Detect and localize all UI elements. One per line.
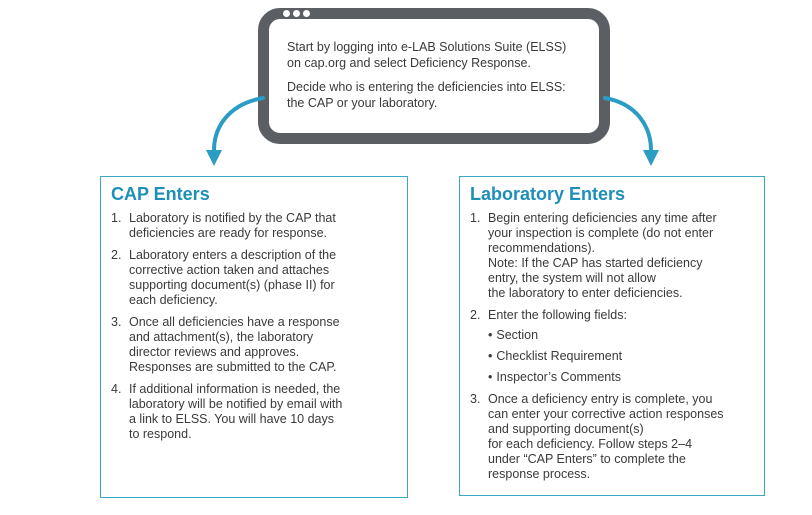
step-number: 1. bbox=[470, 211, 481, 225]
start-paragraph: Start by logging into e-LAB Solutions Su… bbox=[287, 39, 587, 71]
window-dots bbox=[283, 10, 310, 17]
step-text-line: Note: If the CAP has started deficiency bbox=[488, 256, 703, 270]
step-item: 1. Laboratory is notified by the CAP that… bbox=[111, 211, 397, 241]
step-text-line: Once a deficiency entry is complete, you bbox=[488, 392, 713, 406]
field-item: •Section bbox=[488, 328, 754, 343]
field-label: Checklist Requirement bbox=[496, 349, 623, 363]
step-number: 3. bbox=[111, 315, 122, 329]
step-text-line: Laboratory is notified by the CAP that bbox=[129, 211, 336, 225]
right-arrow-curve bbox=[603, 96, 653, 152]
start-line: on cap.org and select Deficiency Respons… bbox=[287, 56, 531, 70]
step-item: 2.Enter the following fields:•Section•Ch… bbox=[470, 308, 754, 385]
bullet-icon: • bbox=[488, 349, 493, 363]
step-text-line: a link to ELSS. You will have 10 days bbox=[129, 412, 334, 426]
field-label: Inspector’s Comments bbox=[496, 370, 621, 384]
step-item: 1. Begin entering deficiencies any time a… bbox=[470, 211, 754, 301]
step-text-line: response process. bbox=[488, 467, 591, 481]
lab-enters-steps: 1. Begin entering deficiencies any time a… bbox=[470, 211, 754, 482]
step-number: 3. bbox=[470, 392, 481, 406]
step-text-line: for each deficiency. Follow steps 2–4 bbox=[488, 437, 693, 451]
cap-enters-box: CAP Enters 1. Laboratory is notified by t… bbox=[100, 176, 408, 498]
step-text-line: Enter the following fields: bbox=[488, 308, 627, 322]
step-number: 2. bbox=[470, 308, 481, 322]
step-text-line: and supporting document(s) bbox=[488, 422, 644, 436]
decide-paragraph: Decide who is entering the deficiencies … bbox=[287, 79, 587, 111]
step-text-line: If additional information is needed, the bbox=[129, 382, 341, 396]
field-list: •Section•Checklist Requirement•Inspector… bbox=[488, 328, 754, 385]
step-text-line: entry, the system will not allow bbox=[488, 271, 656, 285]
field-item: •Checklist Requirement bbox=[488, 349, 754, 364]
window-dot-icon bbox=[293, 10, 300, 17]
step-item: 2. Laboratory enters a description of the… bbox=[111, 248, 397, 308]
step-item: 4. If additional information is needed, t… bbox=[111, 382, 397, 442]
step-number: 1. bbox=[111, 211, 122, 225]
cap-enters-steps: 1. Laboratory is notified by the CAP that… bbox=[111, 211, 397, 442]
step-text-line: director reviews and approves. bbox=[129, 345, 300, 359]
step-text-line: to respond. bbox=[129, 427, 192, 441]
window-dot-icon bbox=[303, 10, 310, 17]
start-line: Start by logging into e-LAB Solutions Su… bbox=[287, 40, 567, 54]
step-text-line: Once all deficiencies have a response bbox=[129, 315, 340, 329]
step-text-line: Responses are submitted to the CAP. bbox=[129, 360, 337, 374]
step-text-line: can enter your corrective action respons… bbox=[488, 407, 724, 421]
step-text-line: deficiencies are ready for response. bbox=[129, 226, 328, 240]
lab-enters-title: Laboratory Enters bbox=[470, 184, 626, 204]
step-number: 2. bbox=[111, 248, 122, 262]
step-text-line: recommendations). bbox=[488, 241, 595, 255]
right-arrowhead-icon bbox=[643, 150, 659, 166]
left-arrow-curve bbox=[212, 96, 265, 152]
lab-enters-box: Laboratory Enters 1. Begin entering defic… bbox=[459, 176, 765, 496]
step-text-line: each deficiency. bbox=[129, 293, 218, 307]
bullet-icon: • bbox=[488, 328, 493, 342]
decide-line: the CAP or your laboratory. bbox=[287, 96, 438, 110]
decide-line: Decide who is entering the deficiencies … bbox=[287, 80, 566, 94]
step-text-line: supporting document(s) (phase II) for bbox=[129, 278, 335, 292]
start-instructions: Start by logging into e-LAB Solutions Su… bbox=[287, 39, 587, 119]
step-text-line: Begin entering deficiencies any time aft… bbox=[488, 211, 717, 225]
left-arrowhead-icon bbox=[206, 150, 222, 166]
step-text-line: your inspection is complete (do not ente… bbox=[488, 226, 714, 240]
field-item: •Inspector’s Comments bbox=[488, 370, 754, 385]
cap-enters-title: CAP Enters bbox=[111, 184, 210, 204]
step-text-line: laboratory will be notified by email wit… bbox=[129, 397, 343, 411]
step-text-line: corrective action taken and attaches bbox=[129, 263, 330, 277]
start-window: Start by logging into e-LAB Solutions Su… bbox=[258, 8, 610, 144]
step-text-line: under “CAP Enters” to complete the bbox=[488, 452, 686, 466]
step-text-line: Laboratory enters a description of the bbox=[129, 248, 337, 262]
step-item: 3. Once a deficiency entry is complete, y… bbox=[470, 392, 754, 482]
window-dot-icon bbox=[283, 10, 290, 17]
step-number: 4. bbox=[111, 382, 122, 396]
step-text-line: and attachment(s), the laboratory bbox=[129, 330, 314, 344]
bullet-icon: • bbox=[488, 370, 493, 384]
field-label: Section bbox=[496, 328, 539, 342]
step-text-line: the laboratory to enter deficiencies. bbox=[488, 286, 683, 300]
